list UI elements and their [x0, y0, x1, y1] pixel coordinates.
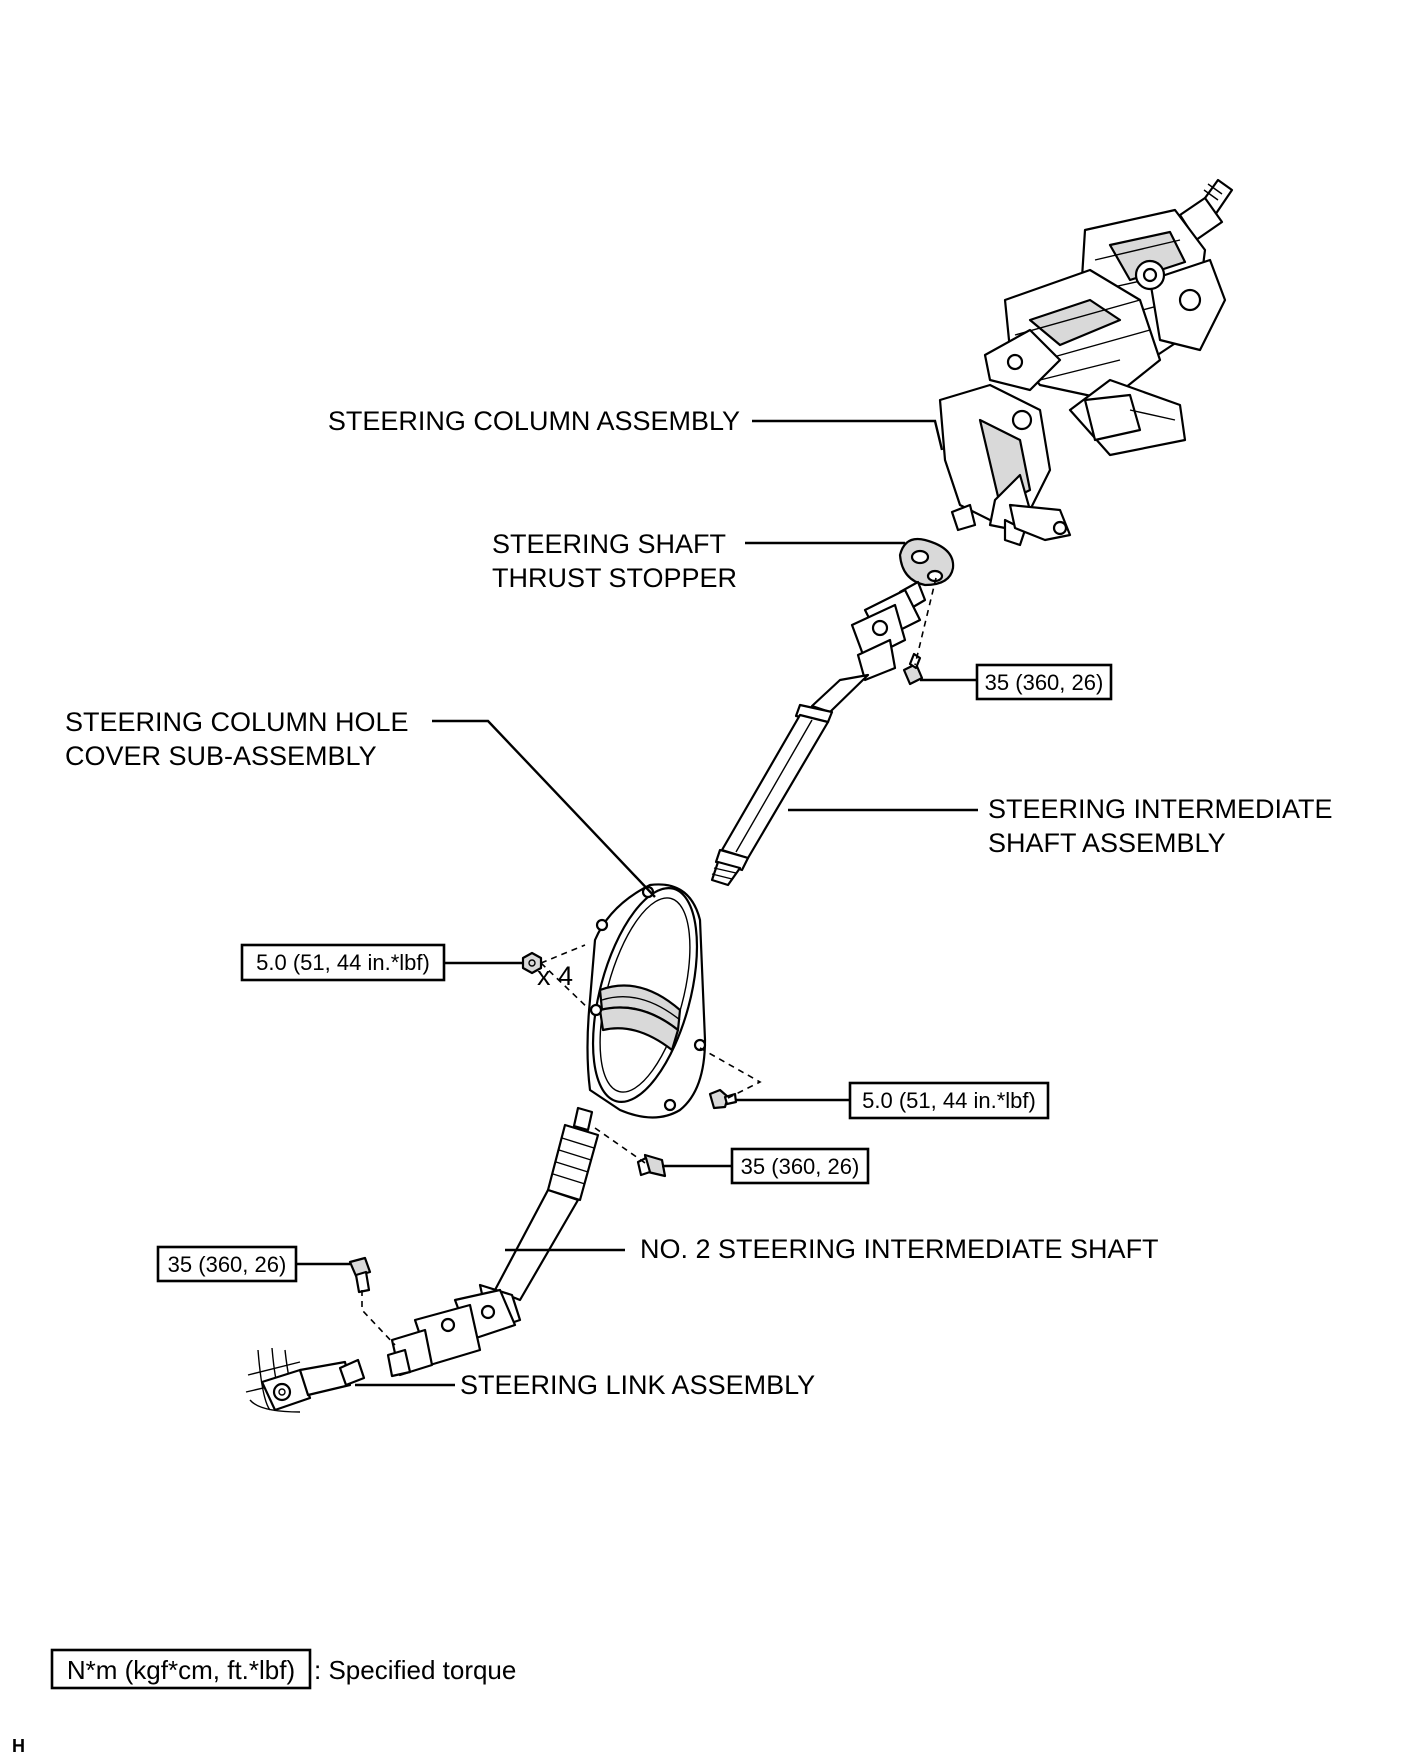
label-hole-cover-line1: STEERING COLUMN HOLE — [65, 707, 409, 737]
torque-value: 35 (360, 26) — [741, 1154, 860, 1179]
torque-box-cover-bolt: 5.0 (51, 44 in.*lbf) — [848, 1081, 1050, 1120]
label-quantity: x 4 — [537, 961, 573, 991]
legend-unit-box: N*m (kgf*cm, ft.*lbf) — [67, 1655, 295, 1685]
torque-box-upper-joint-bolt: 35 (360, 26) — [730, 1147, 870, 1185]
label-steering-link-assembly: STEERING LINK ASSEMBLY — [460, 1370, 815, 1400]
label-intermediate-shaft-line2: SHAFT ASSEMBLY — [988, 828, 1226, 858]
torque-box-stopper-bolt: 35 (360, 26) — [975, 663, 1113, 701]
torque-box-lower-joint-bolt: 35 (360, 26) — [156, 1245, 298, 1283]
torque-value: 35 (360, 26) — [985, 670, 1104, 695]
torque-value: 5.0 (51, 44 in.*lbf) — [862, 1088, 1036, 1113]
stopper-bolt-drawing — [902, 652, 924, 686]
label-steering-column-assembly: STEERING COLUMN ASSEMBLY — [328, 406, 740, 436]
torque-value: 35 (360, 26) — [168, 1252, 287, 1277]
steering-link-assembly-drawing — [245, 1347, 366, 1413]
legend: N*m (kgf*cm, ft.*lbf) : Specified torque — [50, 1648, 516, 1690]
label-thrust-stopper-line2: THRUST STOPPER — [492, 563, 737, 593]
legend-description: : Specified torque — [314, 1655, 516, 1685]
steering-column-hole-cover-drawing — [586, 883, 707, 1119]
assembly-dashed-lines — [361, 577, 937, 1346]
leader-lines — [296, 419, 978, 1387]
label-thrust-stopper-line1: STEERING SHAFT — [492, 529, 726, 559]
upper-joint-bolt-drawing — [636, 1153, 667, 1178]
corner-mark: H — [12, 1736, 25, 1756]
torque-box-cover-nuts: 5.0 (51, 44 in.*lbf) — [240, 943, 446, 982]
cover-bolt-drawing — [708, 1088, 738, 1110]
steering-column-assembly-drawing — [938, 178, 1234, 547]
label-intermediate-shaft-line1: STEERING INTERMEDIATE — [988, 794, 1333, 824]
no2-intermediate-shaft-drawing — [386, 1106, 600, 1378]
torque-value: 5.0 (51, 44 in.*lbf) — [256, 950, 430, 975]
cover-nut-drawing — [521, 951, 543, 975]
label-hole-cover-line2: COVER SUB-ASSEMBLY — [65, 741, 377, 771]
steering-intermediate-shaft-drawing — [710, 580, 927, 887]
steering-shaft-thrust-stopper-drawing — [898, 537, 955, 587]
lower-joint-bolt-drawing — [348, 1256, 372, 1294]
label-no2-intermediate-shaft: NO. 2 STEERING INTERMEDIATE SHAFT — [640, 1234, 1159, 1264]
